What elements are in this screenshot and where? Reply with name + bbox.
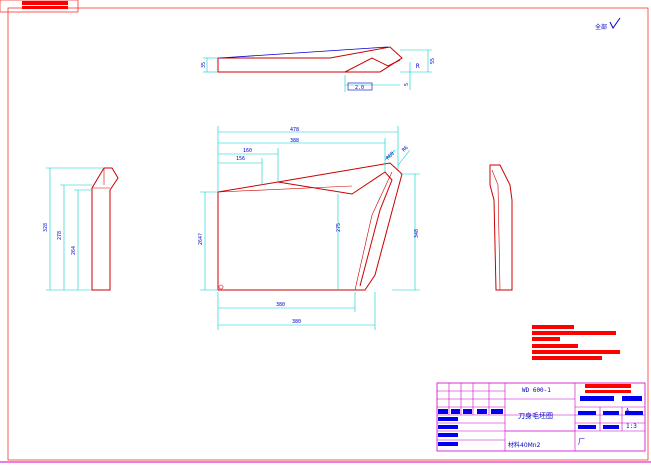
roughness-note-text: 全部 [595, 23, 607, 31]
dim-radius: R [416, 63, 420, 70]
dim-264: 264 [71, 246, 77, 255]
dim-small: 5 [404, 83, 410, 86]
dim-478: 478 [290, 127, 299, 133]
side-view-left: 328 278 264 [43, 167, 119, 291]
side-view-right [489, 164, 513, 291]
dim-bottom-2: 380 [292, 319, 301, 325]
drawing-number: WD 600-1 [522, 387, 551, 394]
material: 材料40Mn2 [508, 441, 541, 449]
dim-328: 328 [43, 223, 49, 232]
scale: 1:3 [626, 423, 637, 430]
factory: 厂 [578, 438, 585, 446]
dim-275: 275 [336, 223, 342, 232]
dim-160: 160 [243, 148, 252, 154]
front-view: 478 388 160 156 264? 275 348 380 380 R60… [198, 126, 420, 330]
title-block: WD 600-1 刀身毛坯图 材料40Mn2 1:3 A 厂 [436, 382, 646, 452]
surface-finish: 2.0 [355, 85, 364, 91]
dim-bottom-1: 380 [276, 302, 285, 308]
drawing-name: 刀身毛坯图 [518, 411, 553, 420]
redacted-cells [438, 384, 643, 446]
top-view: 35 55 R 5 2.0 [201, 46, 436, 92]
dim-156: 156 [236, 156, 245, 162]
check-mark-icon [609, 17, 621, 29]
redacted-block [22, 6, 68, 9]
redacted-notes [532, 325, 620, 360]
dim-348: 348 [414, 229, 420, 238]
dim-top-left: 35 [201, 62, 207, 68]
dim-left-height: 264? [198, 233, 204, 245]
dim-278: 278 [57, 231, 63, 240]
dim-388: 388 [290, 138, 299, 144]
dim-top-right: 55 [430, 58, 436, 64]
roughness-note: 全部 [595, 17, 621, 31]
sheet-mark: A [626, 408, 629, 414]
dim-angle-1: R60 [385, 151, 396, 162]
dim-angle-2: R6 [401, 145, 410, 154]
redacted-block [22, 1, 68, 5]
